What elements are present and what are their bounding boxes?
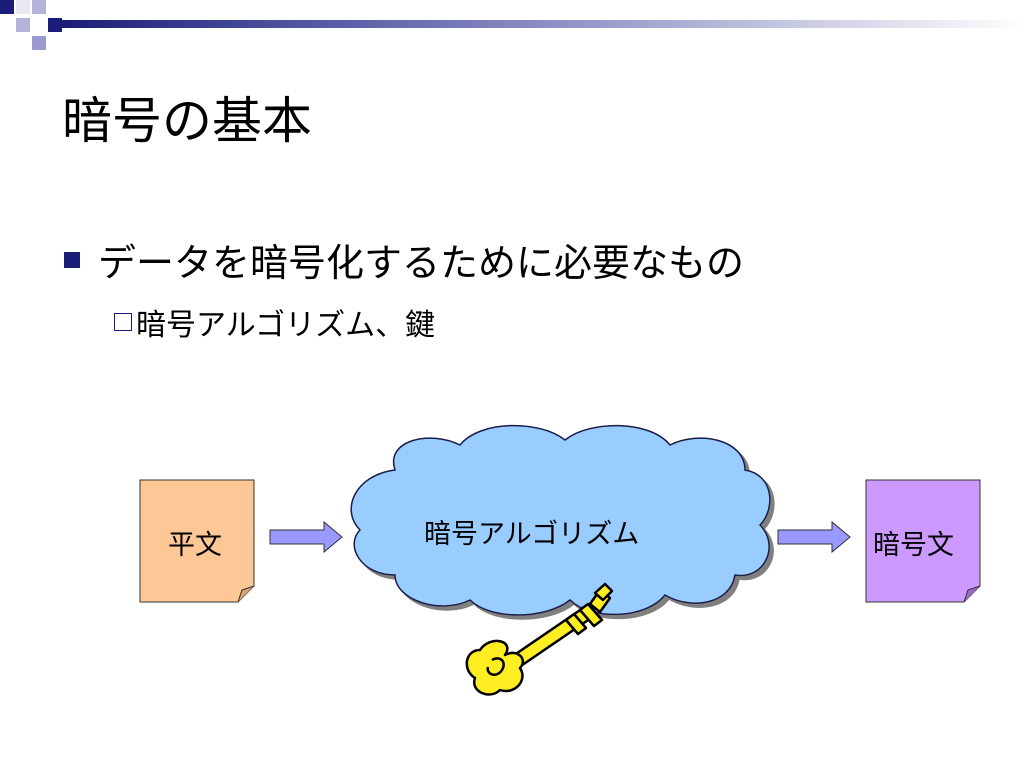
slide-title: 暗号の基本 [62,92,312,150]
plaintext-document [139,479,255,603]
key-icon [465,582,614,696]
deco-square [0,0,14,14]
plaintext-label: 平文 [168,530,222,561]
ciphertext-label: 暗号文 [873,530,954,561]
deco-square [16,18,30,32]
deco-square [32,0,46,14]
deco-square [16,0,30,14]
hollow-square-bullet-icon [114,313,132,331]
arrow-to-algorithm [269,520,343,554]
algorithm-cloud [350,424,771,616]
square-bullet-icon [64,251,80,268]
bullet-level1-text: データを暗号化するために必要なもの [98,241,745,285]
bullet-level1: データを暗号化するために必要なもの [64,232,744,287]
bullet-level2-text: 暗号アルゴリズム、鍵 [136,308,436,343]
header-decoration [0,0,1024,50]
deco-square [32,36,46,50]
header-bar [62,20,1024,28]
bullet-level2: 暗号アルゴリズム、鍵 [114,300,435,344]
deco-square [48,18,62,32]
algorithm-label: 暗号アルゴリズム [424,519,640,550]
arrow-to-ciphertext [777,520,851,554]
ciphertext-document [865,479,981,603]
